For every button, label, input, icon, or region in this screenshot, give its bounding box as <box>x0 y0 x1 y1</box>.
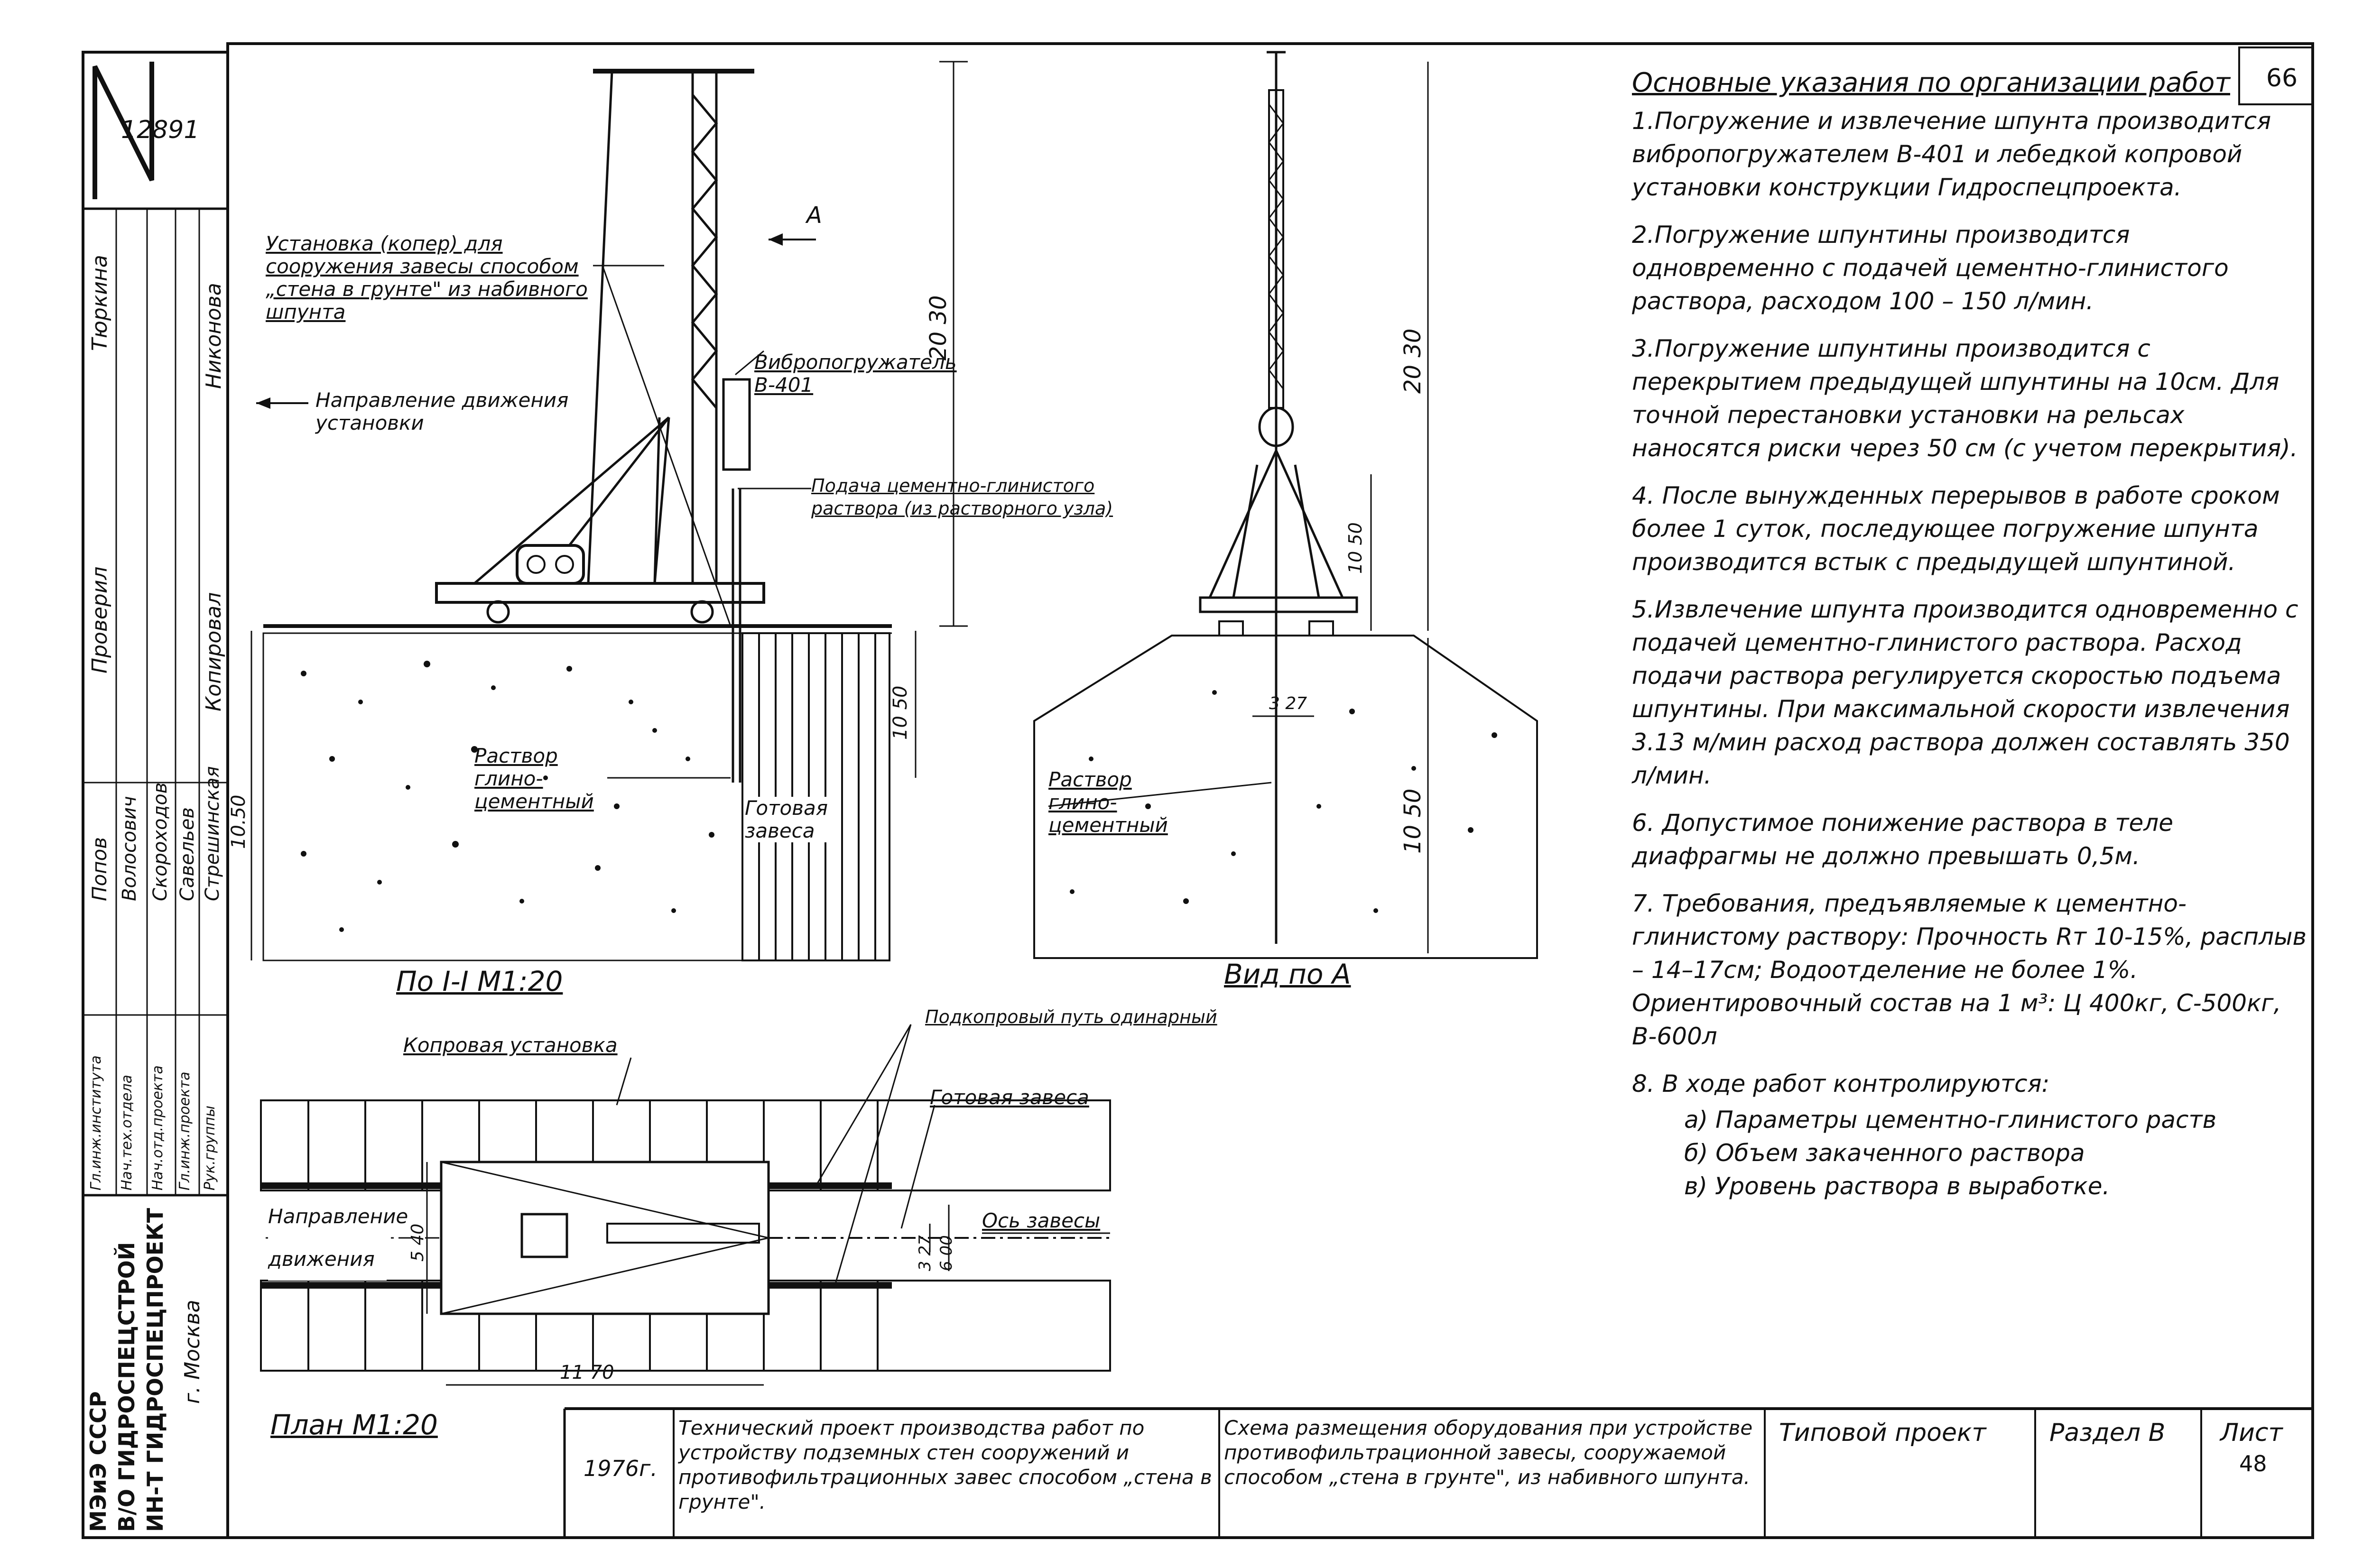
dim-plan-b: 6 00 <box>937 1235 956 1271</box>
label-rig: Копровая установка <box>403 1033 618 1057</box>
caption-side-view: Вид по А <box>1224 958 1351 990</box>
stamp-role: Гл.инж.проекта <box>176 1071 193 1190</box>
label-plan-ready: Готовая завеса <box>930 1086 1089 1109</box>
note-item: 2.Погружение шпунтины производится однов… <box>1632 221 2229 315</box>
title-sheet-label: Лист <box>2220 1419 2283 1447</box>
stamp-role: Нач.тех.отдела <box>119 1074 135 1190</box>
label-plan-direction: Направление движения <box>268 1195 408 1281</box>
dim-depth: 10 50 <box>890 685 911 740</box>
stamp-org2: В/О ГИДРОСПЕЦСТРОЙ <box>114 1242 139 1532</box>
embankment <box>1033 635 1538 959</box>
note-item: 3.Погружение шпунтины производится с пер… <box>1632 335 2298 462</box>
stamp-col-head: Тюркина <box>88 255 112 351</box>
dim-side-width: 3 27 <box>1269 694 1307 713</box>
label-supply: Подача цементно-глинистого раствора (из … <box>811 475 1113 519</box>
archive-n-glyph <box>93 62 154 199</box>
dim-plan-a: 3 27 <box>916 1235 935 1271</box>
note-item: 7. Требования, предъявляемые к цементно-… <box>1632 890 2307 1050</box>
side-stamp-frame <box>82 51 229 1539</box>
stamp-name: Савельев <box>176 807 198 901</box>
caption-plan: План М1:20 <box>270 1409 438 1441</box>
dim-side-depth: 10 50 <box>1399 788 1426 854</box>
note-item: 5.Извлечение шпунта производится одновре… <box>1632 596 2298 789</box>
label-vibrator: Вибропогружатель В-401 <box>754 350 957 397</box>
note-item: 1.Погружение и извлечение шпунта произво… <box>1632 107 2271 201</box>
archive-number: 12891 <box>121 116 200 144</box>
dim-plan-length: 11 70 <box>560 1362 614 1384</box>
stamp-col-name: Никонова <box>202 283 226 389</box>
dim-side-height: 20 30 <box>1399 328 1426 394</box>
sheet-number: 66 <box>2266 64 2298 92</box>
stamp-col-head: Копировал <box>202 592 226 711</box>
dim-height: 20 30 <box>925 295 952 360</box>
note-item: 8. В ходе работ контролируются: <box>1632 1070 2050 1098</box>
label-ready-curtain: Готовая завеса <box>745 797 840 842</box>
label-side-solution: Раствор глино-цементный <box>1048 768 1168 837</box>
dim-depth-left: 10.50 <box>228 794 250 849</box>
title-year: 1976г. <box>584 1456 658 1481</box>
title-scheme: Схема размещения оборудования при устрой… <box>1224 1416 1753 1489</box>
plan-rig <box>440 1161 770 1315</box>
note-subitem: б) Объем закаченного раствора <box>1684 1139 2085 1167</box>
stamp-name: Попов <box>88 837 111 901</box>
stamp-org3: ИН-Т ГИДРОСПЕЦПРОЕКТ <box>142 1208 168 1532</box>
soil-speckles <box>301 661 714 932</box>
title-project: Технический проект производства работ по… <box>678 1416 1212 1513</box>
rig-platform <box>435 582 765 604</box>
title-type: Типовой проект <box>1779 1419 1986 1447</box>
mast <box>473 69 754 584</box>
title-section: Раздел В <box>2049 1419 2166 1447</box>
stamp-col-head: Проверил <box>88 566 112 673</box>
vibrator-unit <box>722 378 751 471</box>
label-solution: Раствор глино-цементный <box>474 744 594 813</box>
caption-section: По I-I М1:20 <box>396 965 563 997</box>
dim-plan-width: 5 40 <box>408 1223 427 1262</box>
dim-side-mid: 10 50 <box>1345 522 1366 574</box>
stamp-name: Скороходов <box>149 782 171 901</box>
note-subitem: в) Уровень раствора в выработке. <box>1684 1172 2110 1200</box>
stamp-role: Нач.отд.проекта <box>149 1065 166 1190</box>
note-item: 6. Допустимое понижение раствора в теле … <box>1632 809 2174 870</box>
notes-heading: Основные указания по организации работ <box>1632 67 2231 98</box>
label-track: Подкопровый путь одинарный <box>925 1006 1217 1027</box>
note-item: 4. После вынужденных перерывов в работе … <box>1632 482 2280 576</box>
stamp-org1: МЭиЭ СССР <box>85 1391 111 1532</box>
stamp-city: г. Москва <box>180 1300 204 1404</box>
label-axis: Ось завесы <box>982 1209 1101 1232</box>
work-notes: Основные указания по организации работ 1… <box>1632 66 2315 1203</box>
label-installation: Установка (копер) для сооружения завесы … <box>266 232 588 323</box>
stamp-name: Стрешинская <box>202 766 223 901</box>
label-direction: Направление движения установки <box>315 388 569 434</box>
stamp-name: Волосович <box>119 796 140 901</box>
stamp-role: Рук.группы <box>202 1106 218 1190</box>
arrow-label-a: А <box>806 202 822 229</box>
title-sheet: 48 <box>2239 1451 2267 1476</box>
stamp-role: Гл.инж.института <box>88 1055 104 1190</box>
note-subitem: а) Параметры цементно-глинистого раств <box>1684 1106 2217 1134</box>
